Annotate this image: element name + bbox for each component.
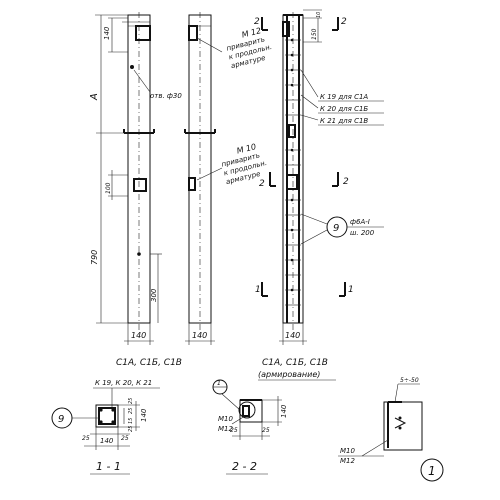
callout-9-elev: 9 xyxy=(333,223,339,234)
sec1-dim-25d: 25 xyxy=(128,398,134,404)
detail-m10: М10 xyxy=(340,447,355,455)
cut-2-left-top: 2 xyxy=(254,17,260,27)
caption-left: С1А, С1Б, С1В xyxy=(116,358,182,368)
dim-140-top: 140 xyxy=(103,26,111,40)
dim-w140-b: 140 xyxy=(192,331,207,340)
column-elevation-1: отв. ф30 xyxy=(122,12,182,330)
cut-1-left: 1 xyxy=(255,285,261,295)
section-m12: М12 xyxy=(218,425,233,433)
cut-1-right: 1 xyxy=(348,285,354,295)
k20-label: К 20 для С1Б xyxy=(320,105,368,113)
sec1-dim-25a: 25 xyxy=(82,435,90,442)
cut-2-left-mid: 2 xyxy=(259,179,265,189)
cut-2-right-mid: 2 xyxy=(343,177,349,187)
dim-w140-a: 140 xyxy=(131,331,146,340)
dim-790: 790 xyxy=(90,250,99,265)
caption-right-b: (армирование) xyxy=(258,370,320,379)
sec1-dim-25b: 25 xyxy=(121,435,129,442)
detail-number: 1 xyxy=(428,464,436,478)
dim-w140-c: 140 xyxy=(285,331,300,340)
dim-300: 300 xyxy=(150,288,158,302)
rebar-type: ф6А-I xyxy=(350,218,370,226)
section-title-2: 2 - 2 xyxy=(232,460,257,473)
hole-label: отв. ф30 xyxy=(150,92,182,100)
sec2-dim-25: 25 xyxy=(230,427,238,434)
column-reinforcement xyxy=(282,12,304,330)
sec1-dim-25c: 25 xyxy=(128,408,134,414)
detail-dim: 5÷-50 xyxy=(400,377,419,384)
rebar-spacing: ш. 200 xyxy=(350,229,375,237)
stirrups xyxy=(285,38,301,306)
column-elevation-2: 140 xyxy=(184,12,223,345)
dim-100: 100 xyxy=(105,182,112,194)
cut-2-right-top: 2 xyxy=(341,17,347,27)
sec2-dim-140: 140 xyxy=(280,404,288,418)
section-k-label: К 19, К 20, К 21 xyxy=(95,379,152,387)
cut-markers-2: 2 2 2 2 xyxy=(254,17,349,189)
section-1-1: К 19, К 20, К 21 9 140 25 25 140 25 15 2… xyxy=(51,379,160,475)
sec1-dim-15: 15 xyxy=(128,418,134,424)
captions: С1А, С1Б, С1В С1А, С1Б, С1В (армирование… xyxy=(116,358,336,381)
rebar-callout: 9 ф6А-I ш. 200 xyxy=(300,213,384,245)
k-labels: К 19 для С1А К 20 для С1Б К 21 для С1В xyxy=(300,69,384,126)
detail-1: 5÷-50 М10 М12 1 xyxy=(338,377,444,482)
column-1-dimensions: 140 A 100 790 300 140 xyxy=(89,14,162,345)
caption-right-a: С1А, С1Б, С1В xyxy=(262,358,328,368)
detail-m12: М12 xyxy=(340,457,355,465)
weld-note-top: М 12 приварить к продольн. арматуре xyxy=(226,26,273,70)
section-2-2: 1 М10 М12 140 25 25 2 - 2 xyxy=(212,379,288,475)
column-3-dimensions: 150 10 140 xyxy=(279,9,322,345)
dim-150: 150 xyxy=(311,28,318,40)
callout-9-section: 9 xyxy=(58,414,64,425)
callout-1: 1 xyxy=(217,380,221,387)
sec1-dim-140b: 140 xyxy=(140,408,148,422)
sec1-dim-140: 140 xyxy=(100,437,114,445)
section-m10: М10 xyxy=(218,415,233,423)
sec1-dim-25e: 25 xyxy=(128,426,134,432)
dim-A: A xyxy=(89,93,100,101)
section-title-1: 1 - 1 xyxy=(96,460,121,473)
sec2-dim-25b: 25 xyxy=(262,427,270,434)
k21-label: К 21 для С1В xyxy=(320,117,368,125)
cut-markers-1: 1 1 xyxy=(255,282,354,297)
k19-label: К 19 для С1А xyxy=(320,93,368,101)
dim-10: 10 xyxy=(316,12,322,18)
